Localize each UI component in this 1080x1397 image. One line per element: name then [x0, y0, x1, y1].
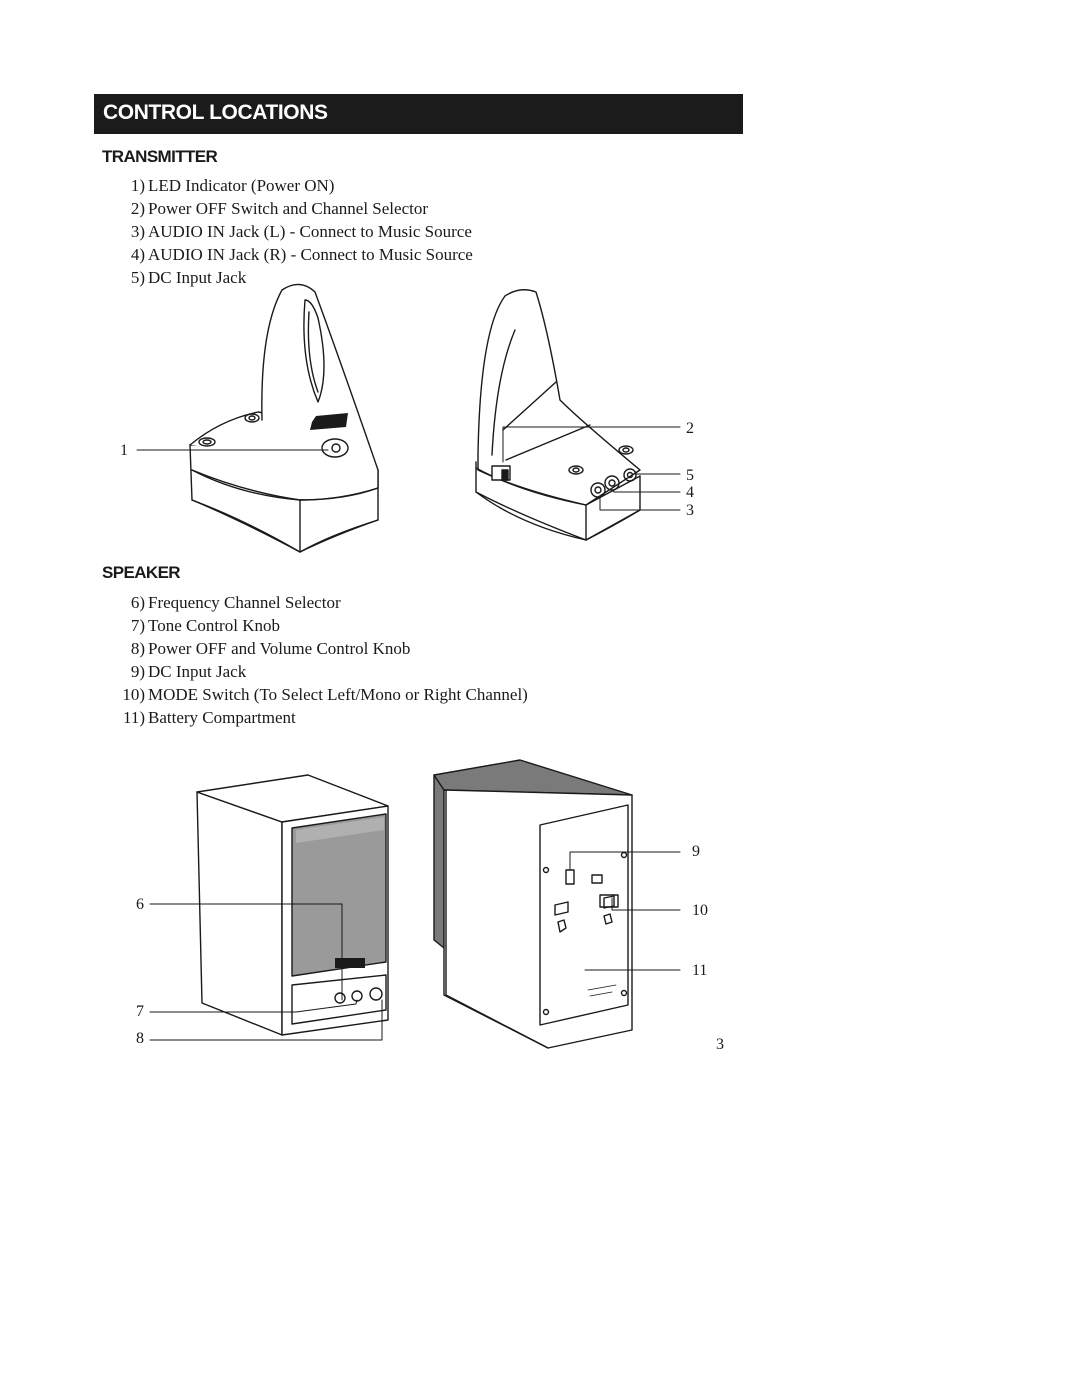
callout-2: 2	[686, 420, 694, 437]
section-header-bar: CONTROL LOCATIONS	[94, 94, 743, 134]
callout-4: 4	[686, 484, 694, 501]
transmitter-front-illustration	[189, 283, 379, 553]
speaker-front-illustration	[196, 774, 389, 1036]
callout-1: 1	[120, 442, 128, 459]
page-number: 3	[716, 1036, 724, 1053]
callout-8: 8	[136, 1030, 144, 1047]
rca-logo	[310, 413, 348, 430]
callout-9: 9	[692, 843, 700, 860]
callout-3: 3	[686, 502, 694, 519]
callout-5: 5	[686, 467, 694, 484]
transmitter-leader-lines	[136, 426, 681, 511]
callout-11: 11	[692, 962, 708, 979]
callout-7: 7	[136, 1003, 144, 1020]
callout-6: 6	[136, 896, 144, 913]
section-title: CONTROL LOCATIONS	[103, 101, 328, 124]
transmitter-back-illustration	[475, 289, 641, 541]
speaker-heading: SPEAKER	[102, 563, 181, 582]
transmitter-heading: TRANSMITTER	[102, 147, 218, 166]
callout-10: 10	[692, 902, 708, 919]
speaker-leader-lines	[149, 851, 681, 1041]
speaker-back-illustration	[433, 759, 633, 1049]
illustrations	[136, 283, 681, 1049]
